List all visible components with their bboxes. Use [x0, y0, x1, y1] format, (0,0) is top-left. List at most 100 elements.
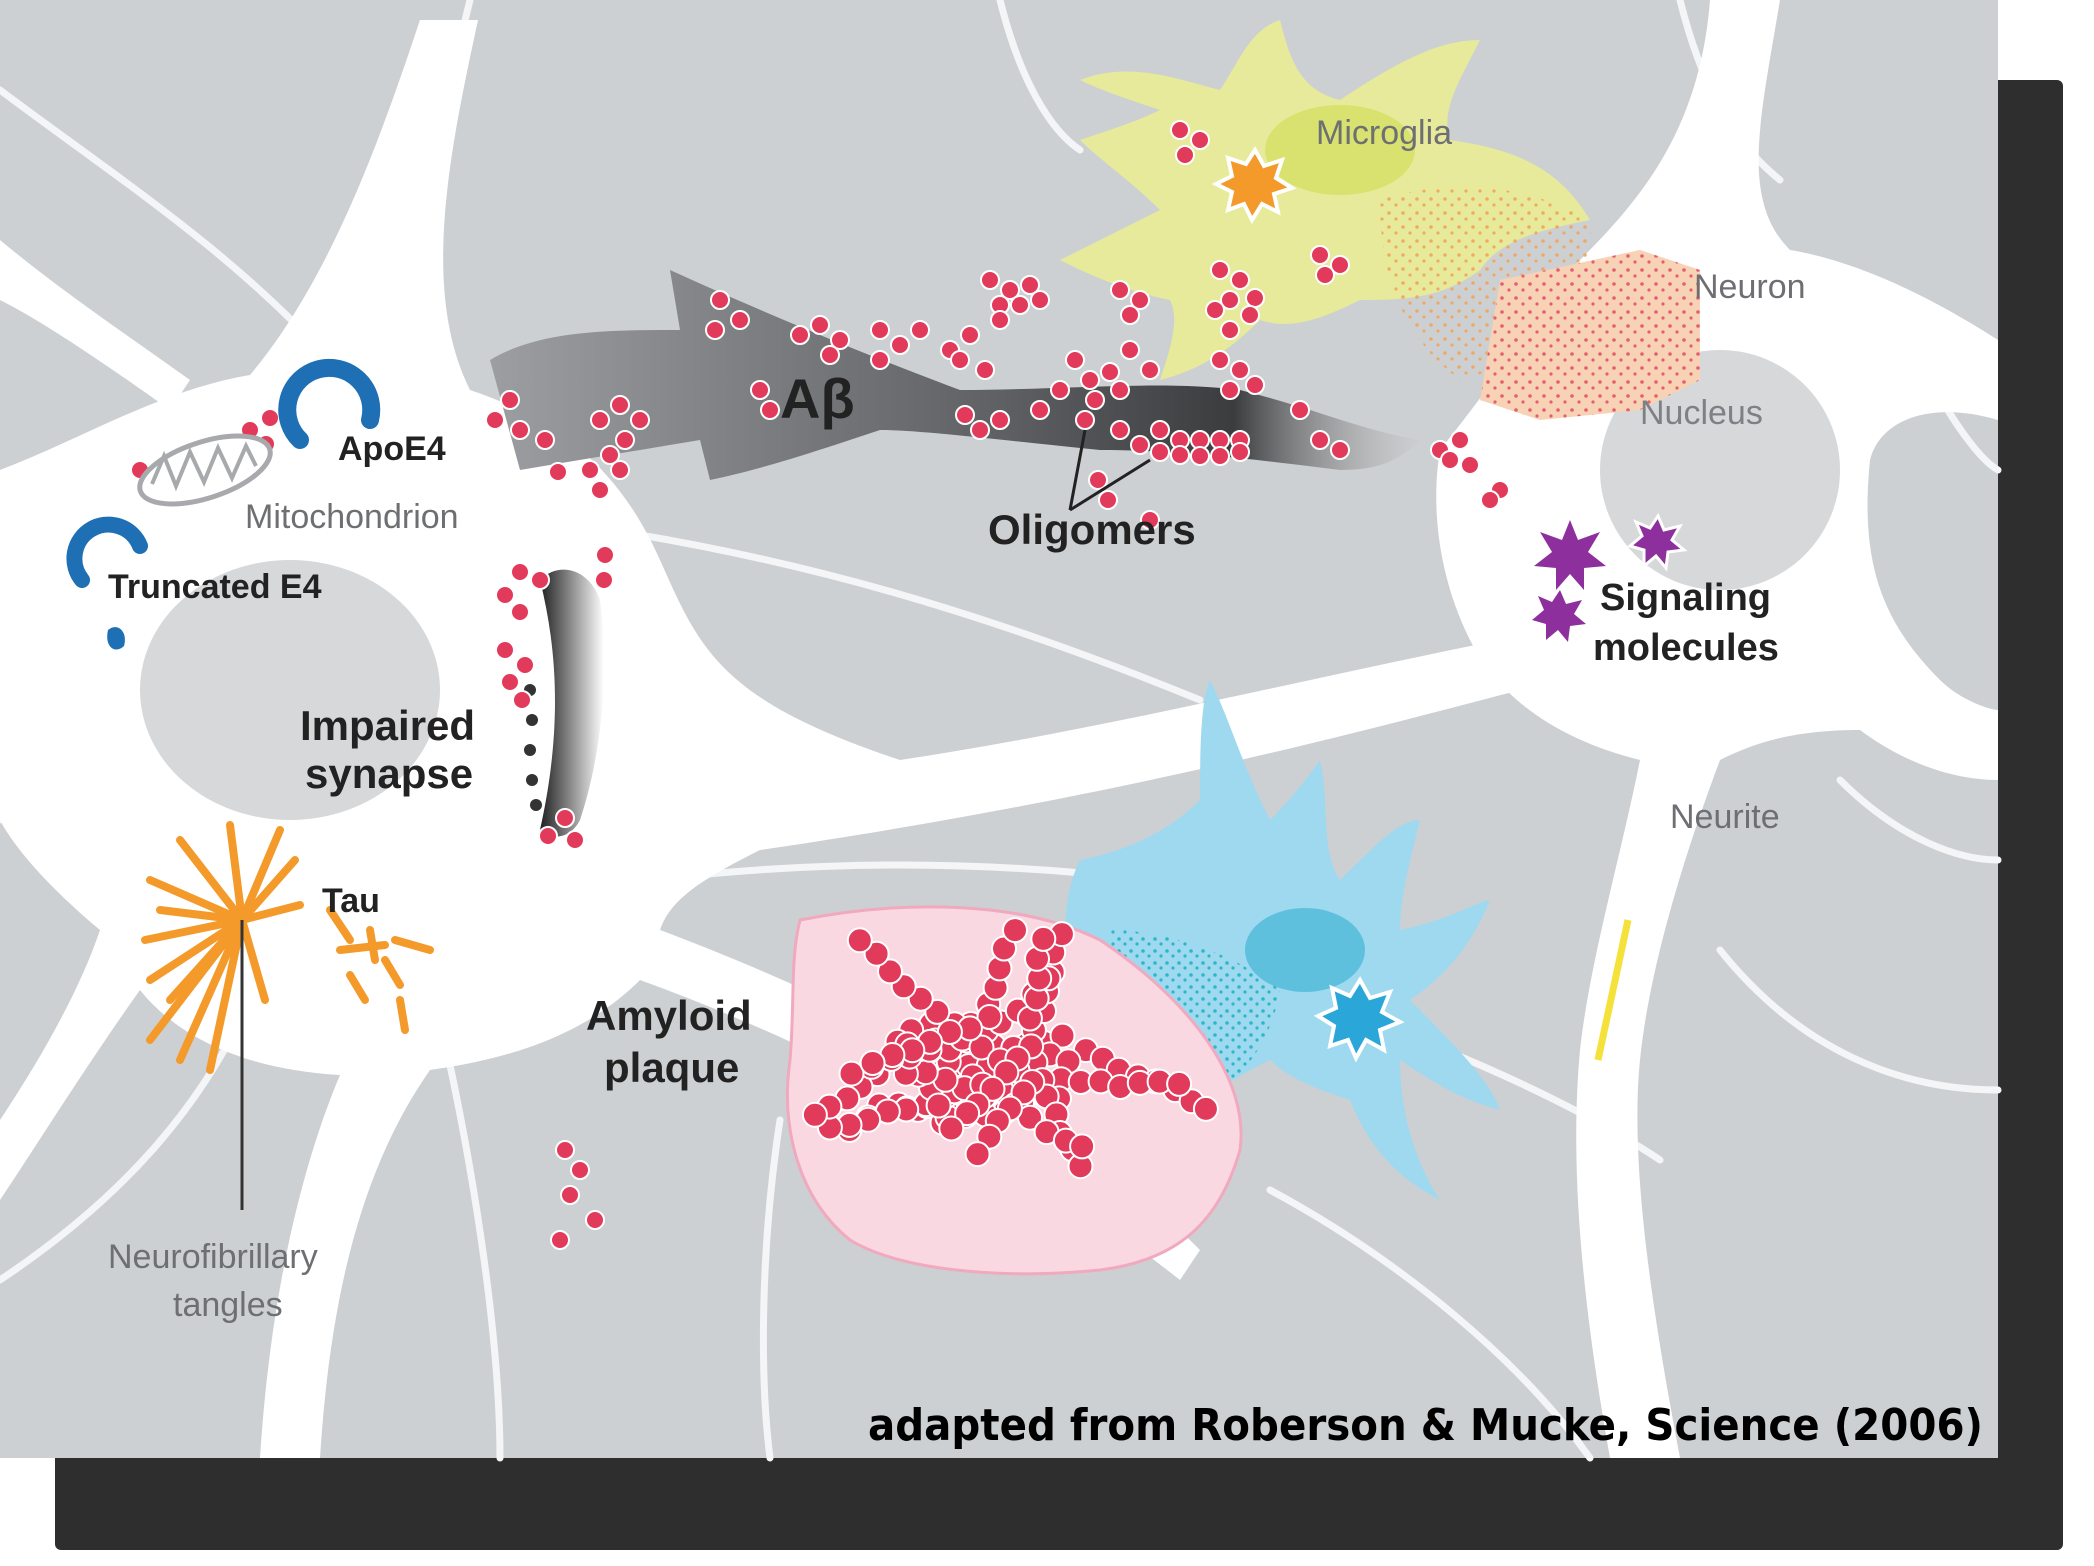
plaque-dot: [859, 1050, 886, 1076]
plaque-dot: [1069, 1133, 1096, 1160]
abeta-dot: [890, 335, 910, 355]
plaque-dot: [838, 1060, 865, 1087]
label-neurofibrillary: Neurofibrillary: [108, 1238, 318, 1276]
mitochondrion-icon: [137, 433, 273, 507]
plaque-dot: [925, 1092, 952, 1119]
abeta-dot: [1330, 440, 1350, 460]
abeta-dot: [1098, 490, 1118, 510]
abeta-dot: [1240, 305, 1260, 325]
abeta-dot: [1330, 255, 1350, 275]
abeta-dot: [1170, 445, 1190, 465]
abeta-dot: [1440, 450, 1460, 470]
abeta-dot: [1230, 360, 1250, 380]
label-molecules: molecules: [1593, 627, 1779, 669]
abeta-dot: [495, 640, 515, 660]
label-neurite: Neurite: [1670, 798, 1780, 836]
abeta-dot: [830, 330, 850, 350]
abeta-dot: [1210, 260, 1230, 280]
abeta-dot: [730, 310, 750, 330]
abeta-dot: [1130, 290, 1150, 310]
plaque-dot: [976, 1004, 1003, 1030]
abeta-dot: [1190, 446, 1210, 466]
label-neuron: Neuron: [1694, 268, 1806, 306]
plaque-dot: [863, 940, 890, 967]
abeta-dot: [1150, 420, 1170, 440]
plaque-dot: [964, 1141, 991, 1168]
abeta-dot: [590, 410, 610, 430]
abeta-dot: [1245, 375, 1265, 395]
credit-text: adapted from Roberson & Mucke, Science (…: [868, 1400, 1983, 1451]
plaque-dot: [979, 1075, 1006, 1102]
abeta-dot: [1315, 265, 1335, 285]
abeta-dot: [510, 562, 530, 582]
abeta-dot: [1080, 370, 1100, 390]
abeta-dot: [1245, 288, 1265, 308]
abeta-dot: [1290, 400, 1310, 420]
impaired-synapse-cleft: [540, 569, 604, 837]
abeta-dot: [548, 462, 568, 482]
abeta-dot: [1460, 455, 1480, 475]
abeta-dot: [975, 360, 995, 380]
synapse-vesicles: [524, 684, 542, 811]
label-truncated-e4: Truncated E4: [108, 568, 322, 606]
plaque-dot: [1002, 917, 1028, 944]
signaling-star-icon: [1532, 512, 1688, 642]
abeta-dot: [1110, 420, 1130, 440]
abeta-dot: [565, 830, 585, 850]
abeta-dot: [530, 570, 550, 590]
plaque-dot: [877, 958, 903, 985]
abeta-dot: [910, 320, 930, 340]
abeta-dot: [1170, 120, 1190, 140]
abeta-dot: [1220, 380, 1240, 400]
abeta-dot: [970, 420, 990, 440]
plaque-dot: [993, 1059, 1020, 1086]
abeta-dot: [705, 320, 725, 340]
abeta-dot: [1310, 430, 1330, 450]
microglia-activation-star: [1211, 146, 1297, 225]
abeta-arrow-icon: [490, 270, 1420, 480]
abeta-dot: [500, 390, 520, 410]
abeta-dot: [260, 408, 280, 428]
label-impaired: Impaired: [300, 702, 475, 749]
abeta-dot: [870, 320, 890, 340]
abeta-dot: [1088, 470, 1108, 490]
abeta-dot: [1210, 350, 1230, 370]
abeta-dot: [570, 1160, 590, 1180]
abeta-dot: [1210, 446, 1230, 466]
plaque-dot: [1166, 1070, 1193, 1097]
label-tau: Tau: [322, 882, 380, 920]
abeta-dot: [810, 315, 830, 335]
abeta-dot: [485, 410, 505, 430]
plaque-dot: [954, 1100, 981, 1127]
label-nucleus: Nucleus: [1640, 394, 1763, 432]
abeta-dot: [1220, 320, 1240, 340]
left-neuron: [0, 20, 1520, 1458]
abeta-dot: [1130, 435, 1150, 455]
abeta-dot: [580, 460, 600, 480]
abeta-dot: [560, 1185, 580, 1205]
plaque-dot: [938, 1115, 965, 1142]
abeta-dot: [980, 270, 1000, 290]
label-plaque: plaque: [604, 1044, 739, 1091]
plaque-dot: [801, 1101, 828, 1128]
abeta-dot: [1310, 245, 1330, 265]
abeta-dot: [1205, 300, 1225, 320]
label-tangles: tangles: [173, 1286, 283, 1324]
abeta-dot: [550, 1230, 570, 1250]
abeta-dot: [512, 690, 532, 710]
plaque-dot: [968, 1034, 995, 1061]
abeta-dot: [600, 445, 620, 465]
abeta-dot: [1075, 410, 1095, 430]
microglia-cell: [1060, 20, 1590, 380]
abeta-dot: [610, 460, 630, 480]
abeta-dot: [630, 410, 650, 430]
abeta-dot: [1230, 270, 1250, 290]
abeta-dot: [1190, 130, 1210, 150]
abeta-dot: [510, 420, 530, 440]
abeta-dot: [710, 290, 730, 310]
abeta-dot: [1150, 442, 1170, 462]
abeta-dot: [535, 430, 555, 450]
label-apoe4: ApoE4: [338, 430, 446, 468]
abeta-dot: [1010, 295, 1030, 315]
